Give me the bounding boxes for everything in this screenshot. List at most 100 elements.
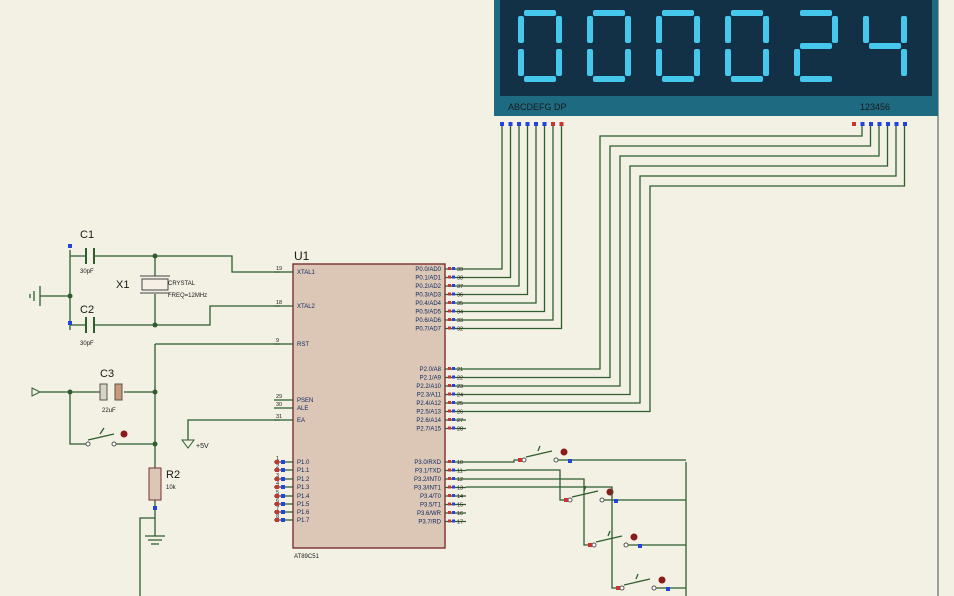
digit-6	[863, 16, 907, 76]
segment-d	[662, 76, 694, 82]
xtal1-wire	[70, 255, 280, 273]
svg-text:5: 5	[276, 490, 279, 496]
svg-text:35: 35	[457, 301, 463, 307]
segment-b	[625, 16, 631, 43]
svg-text:P1.0: P1.0	[297, 460, 310, 466]
port3-button-4[interactable]	[466, 486, 686, 591]
segment-c	[625, 49, 631, 76]
svg-text:18: 18	[276, 300, 282, 306]
oscillator-circuit	[29, 244, 280, 333]
segment-c	[763, 49, 769, 76]
c2-value: 30pF	[80, 341, 94, 347]
segment-b	[901, 16, 907, 43]
ea-supply	[181, 419, 280, 449]
svg-text:XTAL1: XTAL1	[297, 270, 316, 276]
port3-button-2[interactable]	[466, 469, 686, 503]
svg-text:P1.3: P1.3	[297, 485, 310, 491]
c1-label: C1	[80, 229, 94, 241]
svg-text:P1.2: P1.2	[297, 477, 310, 483]
svg-text:P2.5/A13: P2.5/A13	[416, 410, 441, 416]
svg-text:P3.4/T0: P3.4/T0	[420, 494, 442, 500]
mcu-pin-p3-6: 16 P3.6/WR	[417, 511, 466, 517]
segment-d	[731, 76, 763, 82]
mcu-pin-p3-2: 12 P3.2/INT0	[414, 477, 466, 483]
svg-text:31: 31	[276, 414, 282, 420]
svg-text:P0.7/AD7: P0.7/AD7	[415, 327, 441, 333]
digit-pin-labels: 123456	[860, 102, 890, 112]
svg-text:39: 39	[457, 267, 463, 273]
cap-ground-wire	[40, 250, 71, 330]
mcu-u1[interactable]: U1 AT89C51	[292, 249, 446, 560]
svg-text:ALE: ALE	[297, 406, 308, 412]
svg-text:14: 14	[457, 494, 463, 500]
segment-e	[656, 49, 662, 76]
reset-switch[interactable]	[87, 427, 115, 441]
svg-text:3: 3	[276, 473, 279, 479]
x1-label: X1	[116, 279, 129, 291]
svg-text:P3.6/WR: P3.6/WR	[417, 511, 442, 517]
port3-button-1[interactable]	[466, 445, 686, 463]
svg-text:P0.2/AD2: P0.2/AD2	[415, 284, 441, 290]
mcu-pin-p1.4: 5P1.4	[274, 490, 310, 500]
svg-text:19: 19	[276, 266, 282, 272]
display-bus-wires	[466, 126, 906, 413]
svg-text:34: 34	[457, 310, 463, 316]
segment-pin-labels: ABCDEFG DP	[508, 102, 567, 112]
svg-text:P1.7: P1.7	[297, 518, 310, 524]
digit-1	[518, 10, 562, 82]
svg-text:P2.6/A14: P2.6/A14	[416, 418, 441, 424]
port3-button-3[interactable]	[466, 478, 686, 548]
svg-text:12: 12	[457, 477, 463, 483]
segment-c	[901, 49, 907, 76]
svg-text:P3.0/RXD: P3.0/RXD	[414, 460, 441, 466]
r2-label: R2	[166, 469, 180, 481]
svg-text:6: 6	[276, 498, 279, 504]
x1-type: CRYSTAL	[168, 281, 196, 287]
svg-text:P3.2/INT0: P3.2/INT0	[414, 477, 442, 483]
svg-text:22: 22	[457, 376, 463, 382]
svg-text:16: 16	[457, 511, 463, 517]
ground-symbol	[29, 286, 41, 306]
svg-text:P0.3/AD3: P0.3/AD3	[415, 293, 441, 299]
mcu-pin-p1.2: 3P1.2	[274, 473, 310, 483]
segment-e	[518, 49, 524, 76]
segment-a	[662, 10, 694, 16]
display-digits	[518, 10, 907, 82]
svg-text:XTAL2: XTAL2	[297, 304, 316, 310]
mcu-pin-p1.1: 2P1.1	[274, 464, 310, 474]
display-glass	[500, 0, 932, 96]
segment-g	[800, 43, 832, 49]
svg-text:P3.1/TXD: P3.1/TXD	[415, 469, 442, 475]
segment-f	[518, 16, 524, 43]
svg-text:4: 4	[276, 481, 279, 487]
svg-text:P1.6: P1.6	[297, 510, 310, 516]
seven-segment-display[interactable]: ABCDEFG DP 123456	[494, 0, 938, 126]
svg-text:36: 36	[457, 293, 463, 299]
digit-5	[794, 10, 838, 82]
xtal2-wire	[70, 305, 280, 326]
segment-a	[524, 10, 556, 16]
reset-button-wire	[69, 392, 155, 445]
svg-text:P3.3/INT1: P3.3/INT1	[414, 486, 442, 492]
svg-text:33: 33	[457, 318, 463, 324]
svg-text:1: 1	[276, 456, 279, 462]
segment-c	[694, 49, 700, 76]
svg-text:EA: EA	[297, 418, 305, 424]
svg-text:17: 17	[457, 520, 463, 526]
svg-text:P2.2/A10: P2.2/A10	[416, 384, 441, 390]
c1-value: 30pF	[80, 269, 94, 275]
svg-text:7: 7	[276, 506, 279, 512]
svg-text:P1.1: P1.1	[297, 468, 310, 474]
svg-text:15: 15	[457, 503, 463, 509]
svg-text:P2.7/A15: P2.7/A15	[416, 427, 441, 433]
digit-2	[587, 10, 631, 82]
svg-text:P0.4/AD4: P0.4/AD4	[415, 301, 441, 307]
